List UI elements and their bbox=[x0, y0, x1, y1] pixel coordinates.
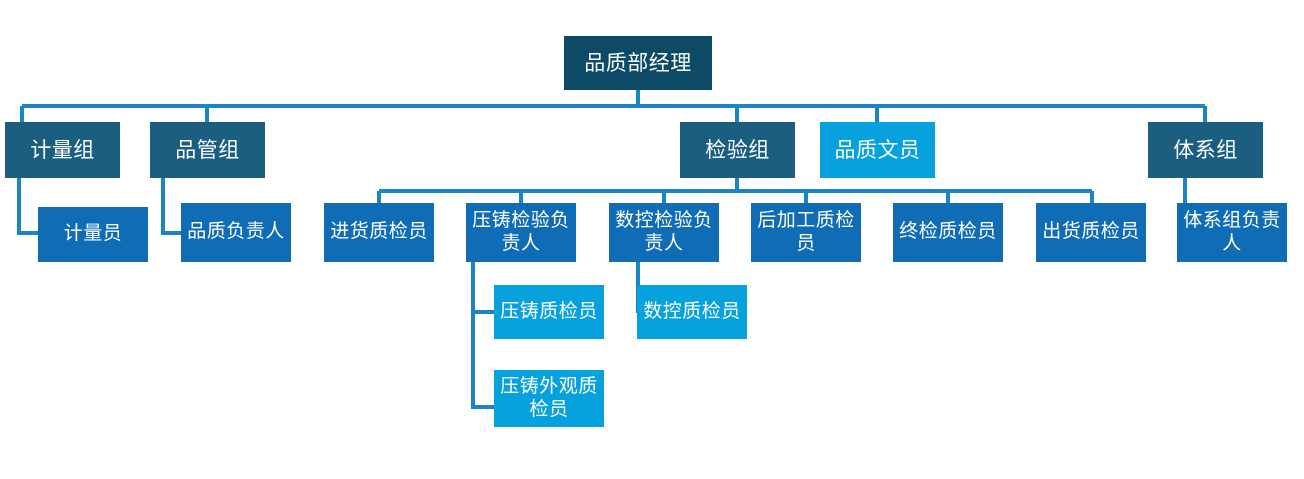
node-root[interactable]: 品质部经理 bbox=[564, 36, 712, 90]
node-cnc-lead-label: 数控检验负责人 bbox=[615, 210, 713, 254]
node-diecast-appearance-inspector[interactable]: 压铸外观质检员 bbox=[494, 370, 604, 427]
node-final-inspector-label: 终检质检员 bbox=[899, 221, 997, 243]
node-final-inspector[interactable]: 终检质检员 bbox=[893, 203, 1003, 262]
node-jianyan-group-label: 检验组 bbox=[705, 137, 770, 162]
node-pinzhi-clerk[interactable]: 品质文员 bbox=[820, 122, 935, 178]
node-post-process-inspector-label: 后加工质检员 bbox=[757, 210, 855, 254]
node-jiliang-staff[interactable]: 计量员 bbox=[38, 207, 148, 262]
node-tixi-group[interactable]: 体系组 bbox=[1148, 122, 1263, 178]
node-outgoing-inspector[interactable]: 出货质检员 bbox=[1036, 203, 1146, 262]
connector-diecast-spine bbox=[471, 262, 494, 409]
node-pinguan-group[interactable]: 品管组 bbox=[150, 122, 265, 178]
connector-pinguan-group-to-owner bbox=[161, 178, 181, 235]
node-diecast-lead-label: 压铸检验负责人 bbox=[472, 210, 570, 254]
node-pinzhi-owner[interactable]: 品质负责人 bbox=[181, 203, 291, 262]
node-cnc-inspector[interactable]: 数控质检员 bbox=[637, 285, 747, 339]
node-incoming-inspector[interactable]: 进货质检员 bbox=[324, 203, 434, 262]
node-tixi-owner-label: 体系组负责人 bbox=[1183, 210, 1281, 254]
node-root-label: 品质部经理 bbox=[584, 50, 692, 75]
node-diecast-inspector-label: 压铸质检员 bbox=[500, 300, 598, 322]
node-incoming-inspector-label: 进货质检员 bbox=[330, 221, 428, 243]
node-post-process-inspector[interactable]: 后加工质检员 bbox=[751, 203, 861, 262]
node-cnc-lead[interactable]: 数控检验负责人 bbox=[609, 203, 719, 262]
node-diecast-lead[interactable]: 压铸检验负责人 bbox=[466, 203, 576, 262]
node-diecast-inspector[interactable]: 压铸质检员 bbox=[494, 285, 604, 339]
node-jiliang-group-label: 计量组 bbox=[30, 137, 95, 162]
node-jiliang-group[interactable]: 计量组 bbox=[5, 122, 120, 178]
node-diecast-appearance-inspector-label: 压铸外观质检员 bbox=[500, 376, 598, 420]
node-pinguan-group-label: 品管组 bbox=[175, 137, 240, 162]
connector-jiliang-group-to-staff bbox=[17, 178, 38, 235]
node-jianyan-group[interactable]: 检验组 bbox=[680, 122, 795, 178]
node-cnc-inspector-label: 数控质检员 bbox=[643, 300, 741, 322]
node-pinzhi-clerk-label: 品质文员 bbox=[834, 137, 921, 162]
node-jiliang-staff-label: 计量员 bbox=[63, 223, 123, 245]
node-tixi-owner[interactable]: 体系组负责人 bbox=[1177, 203, 1287, 262]
node-outgoing-inspector-label: 出货质检员 bbox=[1042, 221, 1140, 243]
node-pinzhi-owner-label: 品质负责人 bbox=[187, 221, 285, 243]
node-tixi-group-label: 体系组 bbox=[1173, 137, 1238, 162]
